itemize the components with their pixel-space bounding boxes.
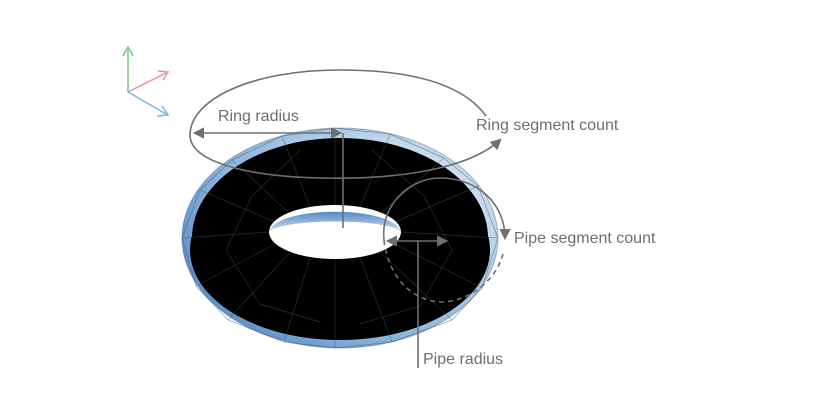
x-axis-arrow-icon bbox=[127, 70, 170, 93]
z-axis-arrow-icon bbox=[127, 91, 170, 117]
pipe-radius-dimension bbox=[385, 235, 449, 368]
ring-segment-loop bbox=[189, 69, 502, 180]
ring-radius-dimension bbox=[192, 127, 344, 228]
y-axis-arrow-icon bbox=[122, 45, 134, 92]
torus-mesh bbox=[181, 127, 499, 349]
ring-radius-label: Ring radius bbox=[218, 108, 299, 125]
axis-gizmo bbox=[122, 45, 170, 117]
pipe-radius-label: Pipe radius bbox=[423, 351, 503, 368]
pipe-segment-loop bbox=[382, 177, 511, 303]
ring-segment-count-label: Ring segment count bbox=[476, 117, 619, 134]
pipe-segment-count-label: Pipe segment count bbox=[514, 230, 656, 247]
